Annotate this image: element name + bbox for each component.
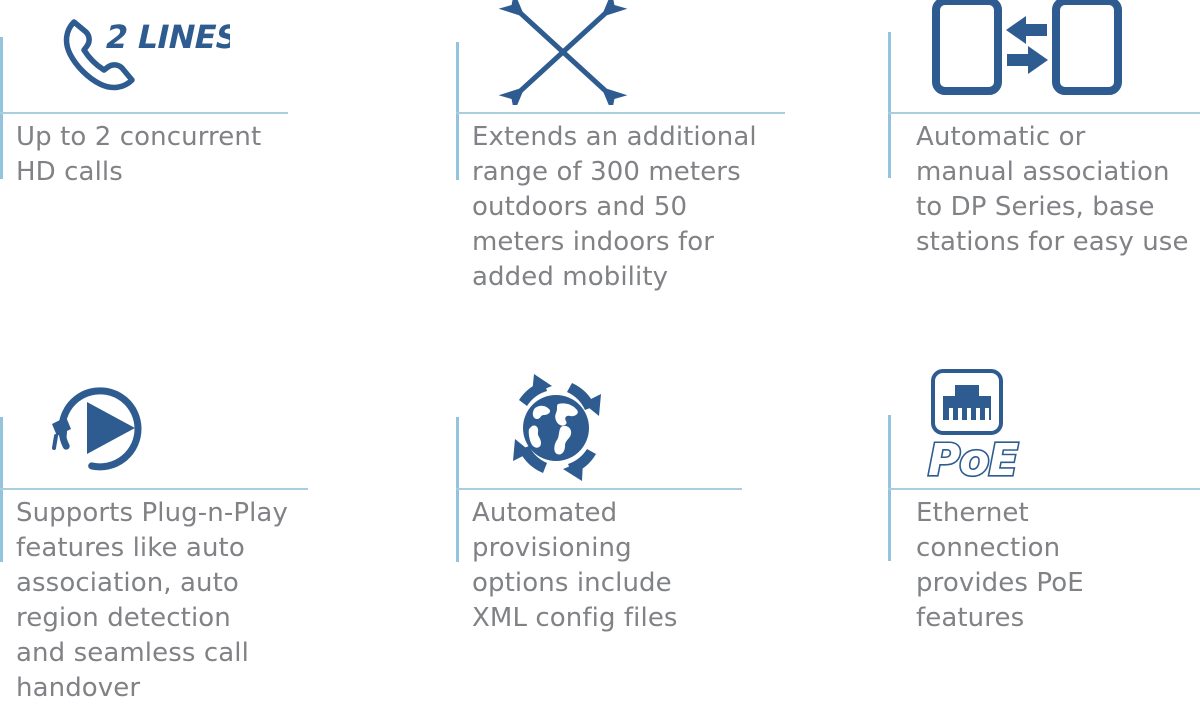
feature-caption: Up to 2 concurrent HD calls	[16, 122, 262, 187]
feature-caption: Extends an additional range of 300 meter…	[472, 122, 757, 292]
rj45-ethernet-jack-icon: PoE	[924, 368, 1054, 488]
horizontal-rule	[456, 488, 742, 490]
poe-wordmark: PoE	[928, 435, 1018, 486]
two-lines-wordmark: 2 LINES	[102, 18, 230, 56]
feature-caption: Supports Plug-n-Play features like auto …	[16, 498, 288, 703]
two-devices-exchange-arrows-icon	[930, 0, 1130, 98]
feature-card-plug-n-play: Supports Plug-n-Play features like auto …	[0, 360, 400, 703]
four-way-expand-arrows-icon	[498, 0, 628, 113]
horizontal-rule	[0, 488, 308, 490]
feature-card-association: Automatic or manual association to DP Se…	[872, 0, 1200, 330]
feature-card-extended-range: Extends an additional range of 300 meter…	[440, 0, 840, 330]
horizontal-rule	[888, 488, 1200, 490]
vertical-rule	[456, 42, 459, 180]
vertical-rule	[888, 32, 891, 178]
horizontal-rule	[0, 112, 288, 114]
feature-caption: Automatic or manual association to DP Se…	[916, 122, 1189, 257]
horizontal-rule	[888, 112, 1200, 114]
feature-card-provisioning: Automated provisioning options include X…	[440, 360, 840, 699]
vertical-rule	[0, 37, 3, 179]
feature-card-two-lines: 2 LINES Up to 2 concurrent HD calls	[0, 0, 400, 330]
feature-caption: Automated provisioning options include X…	[472, 498, 678, 633]
play-button-plug-circle-icon	[35, 372, 165, 484]
globe-rotating-arrows-icon	[488, 368, 628, 488]
feature-card-poe: PoE Ethernet connection provides PoE fea…	[872, 360, 1200, 699]
phone-handset-two-lines-icon: 2 LINES	[30, 8, 242, 103]
horizontal-rule	[456, 112, 785, 114]
feature-caption: Ethernet connection provides PoE feature…	[916, 498, 1084, 633]
